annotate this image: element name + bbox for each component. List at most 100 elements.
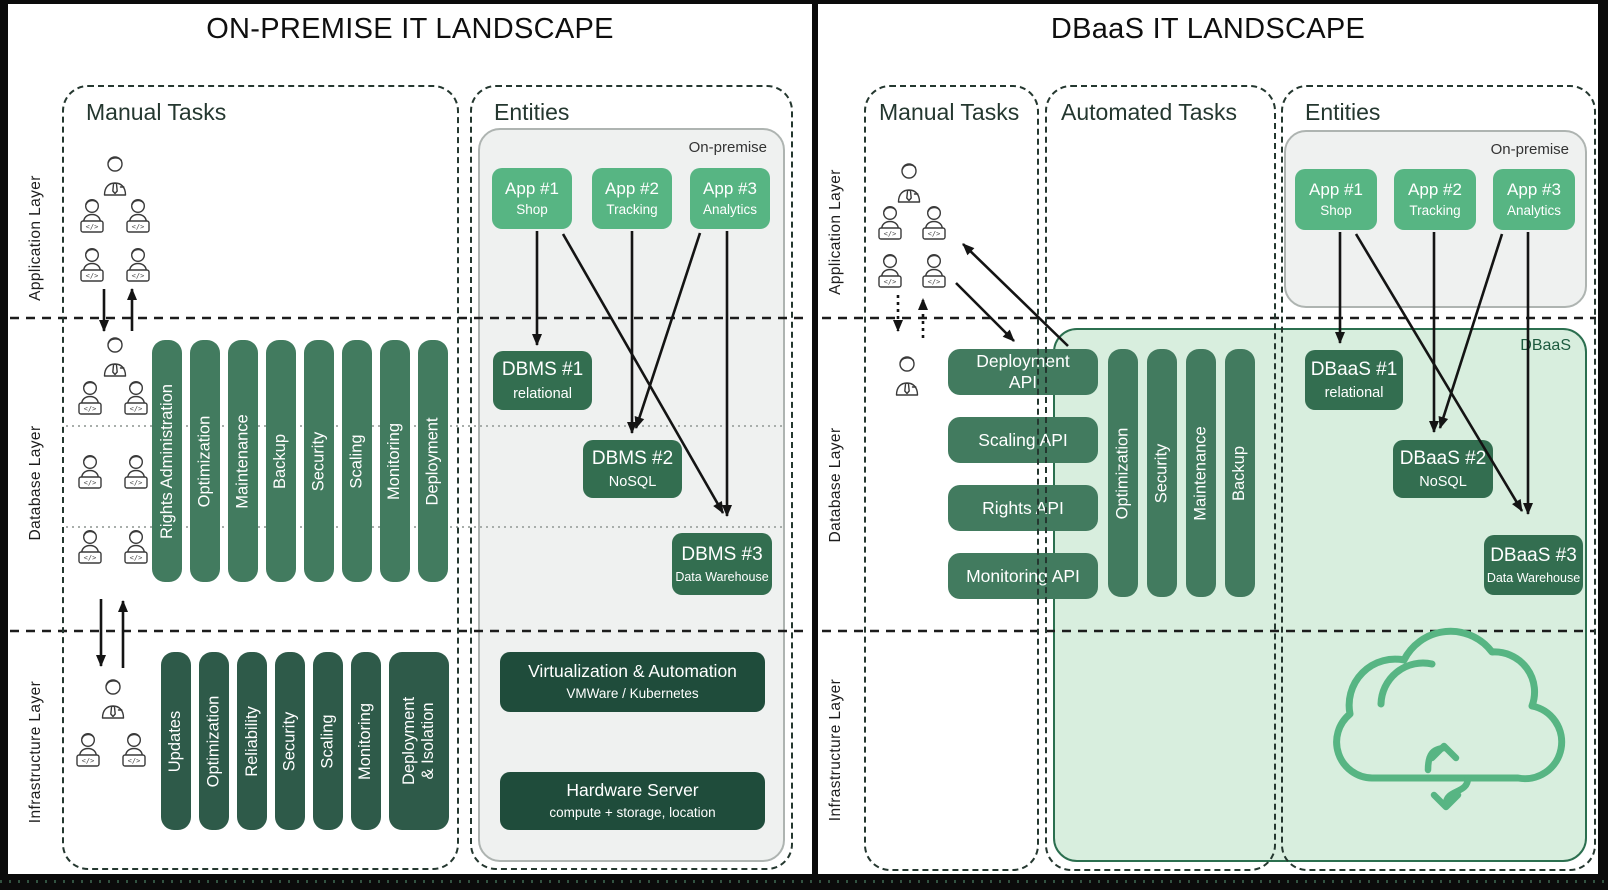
left-app3-sub: Analytics [702, 202, 758, 218]
left-infrastructure-layer-label: Infrastructure Layer [27, 680, 44, 824]
right-app2-name: App #2 [1408, 179, 1462, 199]
right-app1-name: App #1 [1309, 179, 1363, 199]
left-app1-name: App #1 [505, 178, 559, 198]
dbms1-box: DBMS #1 relational [493, 351, 592, 410]
dbms3-sub: Data Warehouse [675, 569, 769, 584]
task-bar-reliability: Reliability [237, 652, 267, 830]
task-bar-updates: Updates [161, 652, 191, 830]
developer-icon: </> [75, 528, 105, 570]
svg-text:</>: </> [884, 278, 897, 286]
task-bar-label: Security [309, 431, 328, 491]
left-application-layer-label: Application Layer [27, 175, 44, 301]
task-bar-label: Maintenance [233, 413, 252, 509]
task-bar-label: Backup [271, 433, 290, 489]
svg-text:</>: </> [84, 554, 97, 562]
auto-bar-maintenance: Maintenance [1186, 349, 1216, 597]
task-bar-label: Deployment [423, 416, 442, 506]
left-app3-name: App #3 [703, 178, 757, 198]
svg-text:</>: </> [928, 278, 941, 286]
deployment-api-pill: Deployment API [948, 349, 1098, 395]
dbms1-name: DBMS #1 [501, 359, 584, 381]
developer-icon: </> [75, 453, 105, 495]
developer-icon: </> [75, 379, 105, 421]
api-pill-label: Rights API [982, 497, 1064, 518]
right-app3-sub: Analytics [1506, 203, 1562, 219]
task-bar-db-scaling: Scaling [342, 340, 372, 582]
task-bar-label: Scaling [347, 433, 366, 489]
svg-text:</>: </> [128, 757, 141, 765]
left-panel-title: ON-PREMISE IT LANDSCAPE [206, 13, 614, 45]
left-on-premise-label: On-premise [688, 139, 767, 156]
panel-divider [812, 0, 818, 890]
task-bar-db-monitoring: Monitoring [380, 340, 410, 582]
auto-bar-backup: Backup [1225, 349, 1255, 597]
developer-icon: </> [123, 246, 153, 288]
dbaas1-box: DBaaS #1 relational [1305, 350, 1403, 410]
task-bar-infra-monitoring: Monitoring [351, 652, 381, 830]
developer-icon: </> [919, 204, 949, 246]
api-pill-label: Deployment API [976, 351, 1070, 392]
svg-text:</>: </> [884, 230, 897, 238]
developer-icon: </> [121, 379, 151, 421]
task-bar-label: Optimization [204, 695, 223, 787]
right-manual-tasks-label: Manual Tasks [879, 99, 1020, 125]
right-infrastructure-layer-label: Infrastructure Layer [827, 678, 844, 822]
right-application-layer-label: Application Layer [827, 169, 844, 295]
left-app3-box: App #3 Analytics [690, 168, 770, 229]
svg-text:</>: </> [84, 405, 97, 413]
dbaas1-sub: relational [1324, 385, 1384, 402]
virtualization-box: Virtualization & Automation VMWare / Kub… [500, 652, 765, 712]
task-bar-infra-security: Security [275, 652, 305, 830]
right-app1-sub: Shop [1320, 203, 1352, 219]
task-bar-label: Scaling [318, 713, 337, 769]
task-bar-backup: Backup [266, 340, 296, 582]
developer-icon: </> [875, 252, 905, 294]
auto-bar-security: Security [1147, 349, 1177, 597]
dbaas2-sub: NoSQL [1419, 474, 1467, 491]
hardware-server-name: Hardware Server [566, 780, 699, 801]
task-bar-deployment: Deployment [418, 340, 448, 582]
manager-icon [99, 677, 127, 724]
left-app2-box: App #2 Tracking [592, 168, 672, 229]
task-bar-infra-optimization: Optimization [199, 652, 229, 830]
right-panel-title: DBaaS IT LANDSCAPE [1050, 13, 1366, 45]
left-app1-sub: Shop [516, 202, 548, 218]
right-manual-tasks-section: Manual Tasks [864, 85, 1039, 871]
rights-api-pill: Rights API [948, 485, 1098, 531]
left-manual-tasks-label: Manual Tasks [86, 99, 227, 125]
svg-text:</>: </> [130, 554, 143, 562]
right-on-premise-label: On-premise [1490, 141, 1569, 158]
svg-text:</>: </> [86, 223, 99, 231]
task-bar-label: Maintenance [1191, 425, 1210, 521]
hardware-server-sub: compute + storage, location [549, 805, 716, 820]
developer-icon: </> [77, 246, 107, 288]
frame-bottom [0, 874, 1608, 890]
dbms3-name: DBMS #3 [681, 543, 763, 565]
task-bar-label: Security [1152, 443, 1171, 503]
left-database-layer-label: Database Layer [27, 425, 44, 541]
svg-text:</>: </> [84, 479, 97, 487]
task-bar-label: Monitoring [385, 422, 404, 500]
left-app2-sub: Tracking [606, 202, 658, 218]
dbaas-label: DBaaS [1520, 337, 1571, 354]
virtualization-sub: VMWare / Kubernetes [566, 686, 699, 701]
api-pill-label: Monitoring API [966, 565, 1080, 586]
frame-right [1598, 0, 1608, 890]
task-bar-label: Deployment & Isolation [400, 696, 438, 786]
developer-icon: </> [121, 528, 151, 570]
developer-icon: </> [123, 197, 153, 239]
task-bar-db-security: Security [304, 340, 334, 582]
task-bar-deployment-isolation: Deployment & Isolation [389, 652, 449, 830]
right-app2-sub: Tracking [1409, 203, 1461, 219]
scaling-api-pill: Scaling API [948, 417, 1098, 463]
task-bar-rights-administration: Rights Administration [152, 340, 182, 582]
virtualization-name: Virtualization & Automation [528, 661, 737, 682]
svg-text:</>: </> [130, 405, 143, 413]
dbaas3-box: DBaaS #3 Data Warehouse [1484, 535, 1583, 595]
api-pill-label: Scaling API [978, 429, 1068, 450]
dbaas3-sub: Data Warehouse [1486, 570, 1581, 585]
task-bar-label: Monitoring [356, 702, 375, 780]
monitoring-api-pill: Monitoring API [948, 553, 1098, 599]
developer-icon: </> [121, 453, 151, 495]
